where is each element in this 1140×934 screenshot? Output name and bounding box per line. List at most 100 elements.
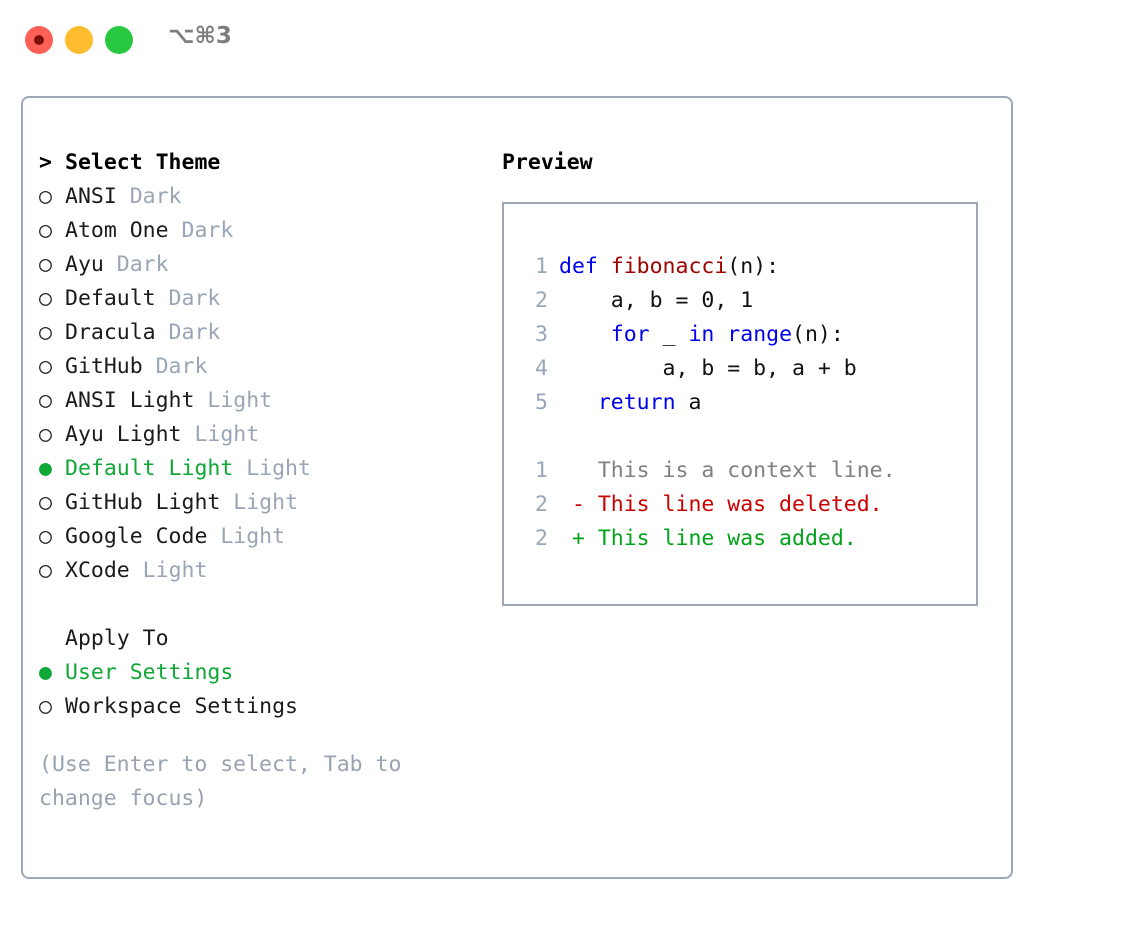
theme-list-item[interactable]: ○ Ayu Dark bbox=[39, 248, 479, 282]
diff-line-number: 2 bbox=[535, 492, 548, 517]
code-line: 1 def fibonacci(n): bbox=[522, 250, 896, 284]
code-token: fibonacci bbox=[610, 254, 728, 279]
line-number: 1 bbox=[535, 254, 548, 279]
diff-line-text: + This line was added. bbox=[559, 526, 857, 551]
radio-unselected-icon[interactable]: ○ bbox=[39, 558, 52, 583]
theme-variant-label: Dark bbox=[168, 218, 234, 243]
theme-name-label: XCode bbox=[65, 558, 130, 583]
theme-name-label: Ayu Light bbox=[65, 422, 182, 447]
diff-line-number: 1 bbox=[535, 458, 548, 483]
theme-name-label: Default bbox=[65, 286, 156, 311]
code-line: 4 a, b = b, a + b bbox=[522, 352, 896, 386]
code-token: a bbox=[675, 390, 702, 415]
code-line: 5 return a bbox=[522, 386, 896, 420]
theme-list-item[interactable]: ○Google Code Light bbox=[39, 520, 479, 554]
code-blank-line bbox=[522, 420, 896, 454]
theme-name-label: Google Code bbox=[65, 524, 208, 549]
radio-unselected-icon[interactable]: ○ bbox=[39, 694, 52, 719]
radio-unselected-icon[interactable]: ○ bbox=[39, 422, 52, 447]
theme-name-label: ANSI Light bbox=[65, 388, 195, 413]
code-line: 3 for _ in range(n): bbox=[522, 318, 896, 352]
theme-variant-label: Dark bbox=[116, 184, 182, 209]
radio-unselected-icon[interactable]: ○ bbox=[39, 388, 52, 413]
line-number: 3 bbox=[535, 322, 548, 347]
theme-variant-label: Dark bbox=[103, 252, 169, 277]
theme-list-item[interactable]: ○ Default Dark bbox=[39, 282, 479, 316]
radio-unselected-icon[interactable]: ○ bbox=[39, 354, 52, 379]
theme-list-item[interactable]: ○Atom One Dark bbox=[39, 214, 479, 248]
theme-list-item[interactable]: ○ ANSI Dark bbox=[39, 180, 479, 214]
theme-variant-label: Light bbox=[220, 490, 299, 515]
code-line: 2 a, b = 0, 1 bbox=[522, 284, 896, 318]
line-number: 5 bbox=[535, 390, 548, 415]
preview-title: Preview bbox=[502, 150, 593, 175]
theme-list-header: > Select Theme bbox=[39, 146, 479, 180]
theme-variant-label: Dark bbox=[155, 286, 221, 311]
code-token: a, b = b, a + b bbox=[559, 356, 857, 381]
theme-selection-column: >Select Theme○ANSI Dark○Atom One Dark○Ay… bbox=[39, 146, 479, 816]
radio-unselected-icon[interactable]: ○ bbox=[39, 490, 52, 515]
theme-name-label: Dracula bbox=[65, 320, 156, 345]
apply-to-item-label: User Settings bbox=[65, 660, 234, 685]
minimize-button[interactable] bbox=[65, 26, 93, 54]
apply-to-item[interactable]: ○ Workspace Settings bbox=[39, 690, 479, 724]
radio-unselected-icon[interactable]: ○ bbox=[39, 184, 52, 209]
theme-variant-label: Dark bbox=[155, 320, 221, 345]
theme-variant-label: Light bbox=[194, 388, 273, 413]
code-token: _ bbox=[649, 322, 689, 347]
radio-selected-icon[interactable]: ● bbox=[39, 660, 52, 685]
keyboard-hint-text: (Use Enter to select, Tab to change focu… bbox=[39, 752, 415, 811]
diff-line: 2 + This line was added. bbox=[522, 522, 896, 556]
close-button[interactable] bbox=[25, 26, 53, 54]
theme-variant-label: Light bbox=[129, 558, 208, 583]
radio-unselected-icon[interactable]: ○ bbox=[39, 320, 52, 345]
theme-list-item[interactable]: ○ XCode Light bbox=[39, 554, 479, 588]
theme-list: >Select Theme○ANSI Dark○Atom One Dark○Ay… bbox=[39, 146, 479, 588]
diff-line: 2 - This line was deleted. bbox=[522, 488, 896, 522]
diff-line-text: This is a context line. bbox=[559, 458, 896, 483]
apply-to-item-label: Workspace Settings bbox=[65, 694, 298, 719]
radio-unselected-icon[interactable]: ○ bbox=[39, 286, 52, 311]
code-token: a, b = 0, 1 bbox=[559, 288, 754, 313]
theme-name-label: Default Light bbox=[65, 456, 234, 481]
title-bar: ⌥⌘3 bbox=[0, 0, 1140, 78]
theme-list-item[interactable]: ○ GitHub Light Light bbox=[39, 486, 479, 520]
theme-variant-label: Light bbox=[181, 422, 260, 447]
apply-to-header-indent bbox=[39, 622, 65, 656]
chevron-right-icon: > bbox=[39, 150, 52, 175]
theme-list-item[interactable]: ●Default Light Light bbox=[39, 452, 479, 486]
code-token: in range bbox=[688, 322, 793, 347]
apply-to-header-label: Apply To bbox=[65, 626, 169, 651]
theme-name-label: Ayu bbox=[65, 252, 104, 277]
theme-name-label: ANSI bbox=[65, 184, 117, 209]
theme-variant-label: Dark bbox=[142, 354, 208, 379]
theme-list-header-label: Select Theme bbox=[65, 150, 221, 175]
maximize-button[interactable] bbox=[105, 26, 133, 54]
radio-selected-icon[interactable]: ● bbox=[39, 456, 52, 481]
theme-name-label: GitHub bbox=[65, 354, 143, 379]
code-token: (n): bbox=[792, 322, 844, 347]
code-token: for bbox=[610, 322, 650, 347]
radio-unselected-icon[interactable]: ○ bbox=[39, 524, 52, 549]
theme-list-item[interactable]: ○ ANSI Light Light bbox=[39, 384, 479, 418]
theme-list-item[interactable]: ○ GitHub Dark bbox=[39, 350, 479, 384]
keyboard-shortcut-label: ⌥⌘3 bbox=[168, 23, 232, 49]
diff-line-text: - This line was deleted. bbox=[559, 492, 883, 517]
radio-unselected-icon[interactable]: ○ bbox=[39, 252, 52, 277]
theme-name-label: GitHub Light bbox=[65, 490, 221, 515]
line-number: 4 bbox=[535, 356, 548, 381]
code-token bbox=[559, 322, 611, 347]
code-token: return bbox=[597, 390, 676, 415]
apply-to-item[interactable]: ● User Settings bbox=[39, 656, 479, 690]
apply-to-list: Apply To ● User Settings ○ Workspace Setting… bbox=[39, 622, 479, 724]
theme-list-item[interactable]: ○ Dracula Dark bbox=[39, 316, 479, 350]
diff-line: 1 This is a context line. bbox=[522, 454, 896, 488]
radio-unselected-icon[interactable]: ○ bbox=[39, 218, 52, 243]
code-token: (n): bbox=[727, 254, 780, 279]
code-token bbox=[559, 390, 598, 415]
theme-list-item[interactable]: ○ Ayu Light Light bbox=[39, 418, 479, 452]
code-token: def bbox=[559, 254, 611, 279]
